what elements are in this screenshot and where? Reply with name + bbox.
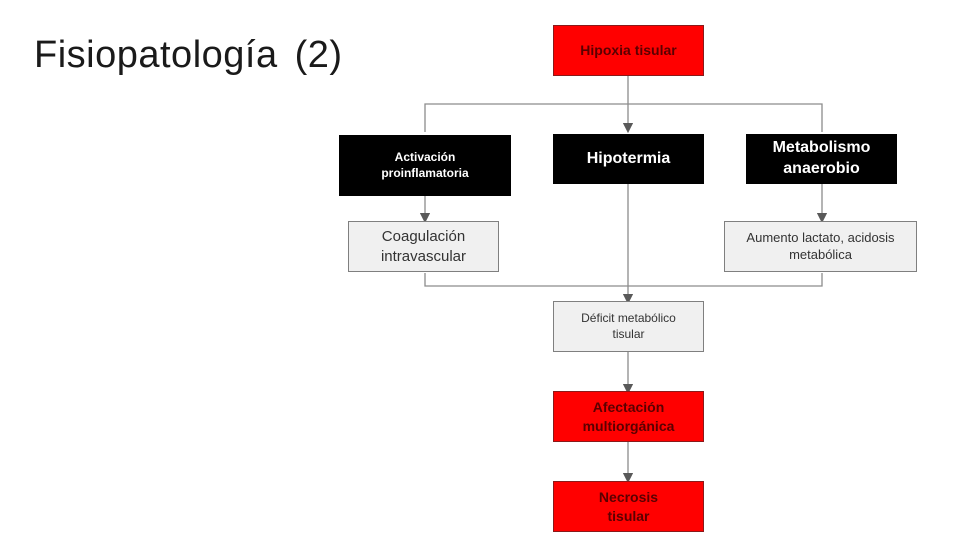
node-deficit-metabolico: Déficit metabólico tisular	[553, 301, 704, 352]
node-coagulacion-intravascular: Coagulación intravascular	[348, 221, 499, 272]
node-metabolismo-anaerobio: Metabolismo anaerobio	[746, 134, 897, 184]
node-afectacion-multiorganica: Afectación multiorgánica	[553, 391, 704, 442]
branch-bottom	[424, 273, 823, 287]
node-hipoxia-tisular: Hipoxia tisular	[553, 25, 704, 76]
node-necrosis-tisular: Necrosis tisular	[553, 481, 704, 532]
node-aumento-lactato: Aumento lactato, acidosis metabólica	[724, 221, 917, 272]
node-hipotermia: Hipotermia	[553, 134, 704, 184]
node-activacion-proinflamatoria: Activación proinflamatoria	[339, 135, 511, 196]
branch-top	[424, 103, 823, 132]
page-title: Fisiopatología (2)	[34, 34, 343, 76]
